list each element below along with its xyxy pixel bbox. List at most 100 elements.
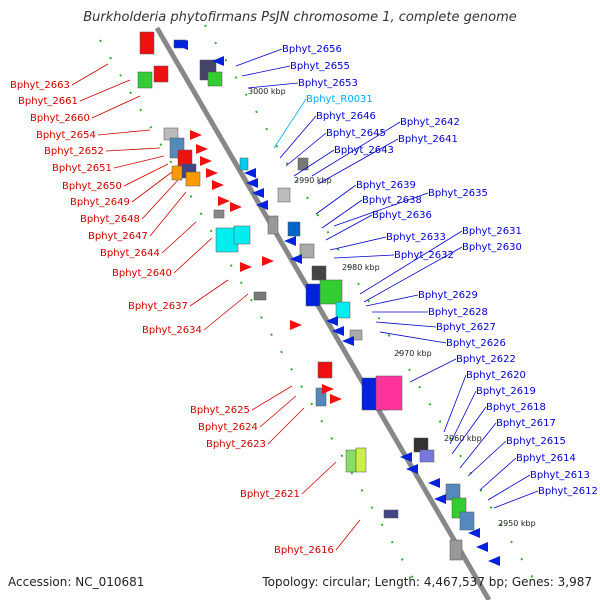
gene-arrow: [212, 180, 224, 190]
topology-text: Topology: circular; Length: 4,467,537 bp…: [262, 575, 592, 589]
right-tick-track: [204, 24, 541, 591]
leader-line: [325, 214, 373, 241]
gene-arrow: [342, 336, 354, 346]
map-title: Burkholderia phytofirmans PsJN chromosom…: [83, 10, 517, 25]
gene-block: [375, 375, 403, 411]
leader-line: [315, 184, 357, 215]
leader-line: [333, 254, 395, 259]
gene-label-left: Bphyt_2621: [240, 489, 300, 500]
gene-label-right: Bphyt_2643: [334, 145, 394, 156]
gene-block: [137, 71, 153, 89]
gene-arrow: [200, 156, 212, 166]
gene-label-left: Bphyt_2648: [80, 214, 140, 225]
genome-backbone: [154, 26, 492, 600]
gene-label-left: Bphyt_2644: [100, 248, 160, 259]
gene-label-left: Bphyt_2651: [52, 163, 112, 174]
leader-line: [379, 331, 447, 344]
scale-label: 2990 kbp: [294, 176, 332, 185]
gene-arrow: [244, 168, 256, 178]
gene-arrow: [196, 144, 208, 154]
leader-line: [449, 390, 477, 445]
gene-arrow: [330, 394, 342, 404]
gene-block: [171, 165, 183, 181]
gene-block: [449, 539, 463, 561]
gene-label-left: Bphyt_2616: [274, 545, 334, 556]
gene-block: [319, 279, 343, 305]
left-tick-track: [99, 39, 421, 591]
gene-block: [213, 209, 225, 219]
gene-block: [305, 283, 321, 307]
gene-block: [317, 361, 333, 379]
gene-label-left: Bphyt_2625: [190, 405, 250, 416]
gene-arrow: [476, 542, 488, 552]
leader-line: [359, 230, 463, 295]
gene-label-left: Bphyt_2640: [112, 268, 172, 279]
gene-label-right: Bphyt_2615: [506, 436, 566, 447]
gene-block: [253, 291, 267, 301]
leader-line: [317, 138, 399, 185]
gene-label-right: Bphyt_2626: [446, 338, 506, 349]
gene-label-left: Bphyt_2663: [10, 80, 70, 91]
gene-block: [459, 511, 475, 531]
gene-label-right: Bphyt_2614: [516, 453, 576, 464]
gene-block: [419, 449, 435, 463]
gene-arrow: [290, 254, 302, 264]
gene-arrow: [240, 262, 252, 272]
gene-label-left: Bphyt_2649: [70, 197, 130, 208]
gene-arrow: [176, 40, 188, 50]
leader-line: [97, 129, 151, 136]
leader-line: [459, 422, 497, 469]
gene-arrow: [434, 494, 446, 504]
scale-label: 3000 kbp: [248, 87, 286, 96]
gene-label-right: Bphyt_2617: [496, 418, 556, 429]
gene-block: [315, 387, 327, 407]
gene-arrow: [468, 528, 480, 538]
gene-arrow: [406, 464, 418, 474]
gene-arrow: [488, 556, 500, 566]
gene-label-right: Bphyt_2642: [400, 117, 460, 128]
gene-block: [153, 65, 169, 83]
gene-arrow: [290, 320, 302, 330]
gene-block: [287, 221, 301, 237]
leader-line: [259, 395, 297, 428]
gene-block: [139, 31, 155, 55]
gene-label-left: Bphyt_2650: [62, 181, 122, 192]
leader-line: [365, 294, 419, 307]
gene-block: [383, 509, 399, 519]
leader-line: [293, 149, 335, 177]
leader-line: [451, 406, 487, 455]
gene-arrow: [190, 130, 202, 140]
gene-block: [277, 187, 291, 203]
gene-block: [239, 157, 249, 171]
leader-line: [189, 279, 229, 307]
gene-arrow: [332, 326, 344, 336]
leader-line: [173, 237, 213, 274]
leader-line: [375, 321, 437, 328]
leader-line: [79, 79, 131, 102]
gene-label-right: Bphyt_2653: [298, 78, 358, 89]
gene-label-left: Bphyt_2634: [142, 325, 202, 336]
gene-label-right: Bphyt_2629: [418, 290, 478, 301]
leader-line: [91, 95, 141, 119]
scale-label: 2980 kbp: [342, 263, 380, 272]
leader-line: [235, 48, 283, 67]
gene-block: [345, 449, 357, 473]
gene-label-right: Bphyt_2630: [462, 242, 522, 253]
gene-arrow: [428, 478, 440, 488]
gene-label-right: Bphyt_2627: [436, 322, 496, 333]
gene-label-right: Bphyt_2655: [290, 61, 350, 72]
leader-line: [335, 519, 361, 551]
leader-line: [443, 374, 467, 433]
gene-label-right: Bphyt_2656: [282, 44, 342, 55]
leader-line: [251, 385, 293, 411]
gene-label-right: Bphyt_2620: [466, 370, 526, 381]
gene-arrow: [400, 452, 412, 462]
gene-arrow: [212, 56, 224, 66]
gene-arrow: [326, 316, 338, 326]
leader-line: [311, 121, 401, 177]
leader-line: [487, 474, 531, 501]
leader-line: [467, 440, 507, 477]
gene-label-right: Bphyt_2633: [386, 232, 446, 243]
gene-label-right: Bphyt_2631: [462, 226, 522, 237]
